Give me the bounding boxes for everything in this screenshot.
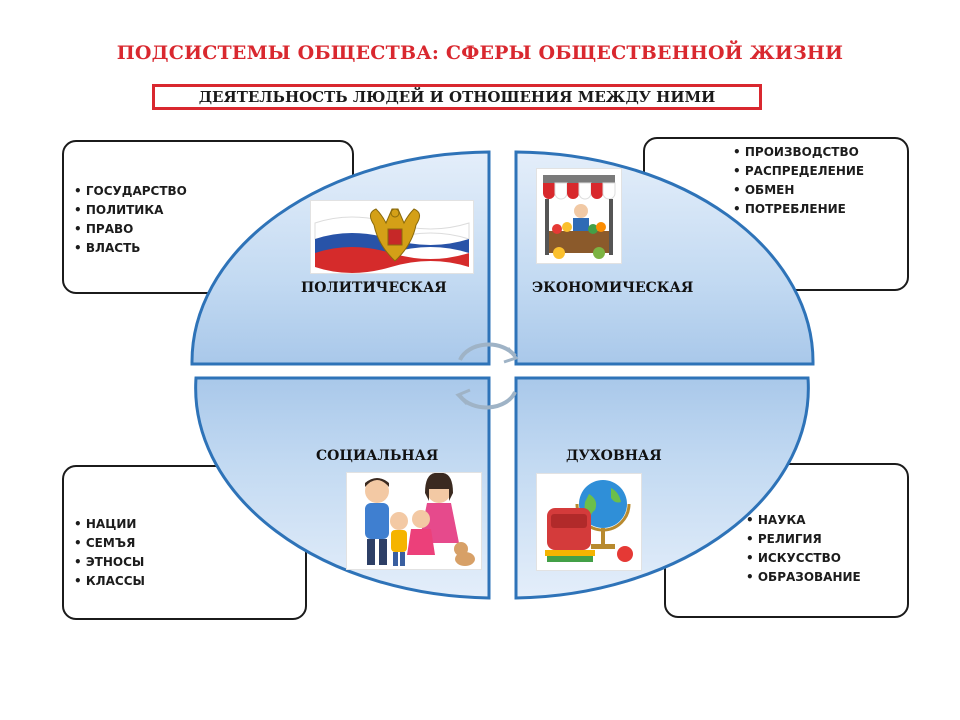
- list-item: КЛАССЫ: [74, 572, 305, 591]
- list-item: РЕЛИГИЯ: [746, 530, 907, 549]
- list-item: СЕМЪЯ: [74, 534, 305, 553]
- list-item: ГОСУДАРСТВО: [74, 182, 352, 201]
- list-item: ПОТРЕБЛЕНИЕ: [733, 200, 907, 219]
- cycle-arrows-icon: [455, 342, 519, 410]
- list-item: ЭТНОСЫ: [74, 553, 305, 572]
- social-label: СОЦИАЛЬНАЯ: [316, 448, 439, 464]
- spiritual-label: ДУХОВНАЯ: [566, 448, 662, 464]
- list-item: РАСПРЕДЕЛЕНИЕ: [733, 162, 907, 181]
- list-item: ПРОИЗВОДСТВО: [733, 143, 907, 162]
- economic-label: ЭКОНОМИЧЕСКАЯ: [532, 280, 694, 296]
- list-item: ПРАВО: [74, 220, 352, 239]
- subtitle-banner: ДЕЯТЕЛЬНОСТЬ ЛЮДЕЙ И ОТНОШЕНИЯ МЕЖДУ НИМ…: [152, 84, 762, 110]
- list-item: ИСКУССТВО: [746, 549, 907, 568]
- market-stall-icon: [536, 168, 622, 264]
- political-label: ПОЛИТИЧЕСКАЯ: [301, 280, 447, 296]
- list-item: НАУКА: [746, 511, 907, 530]
- russian-coat-of-arms-icon: [310, 200, 474, 274]
- diagram-title: ПОДСИСТЕМЫ ОБЩЕСТВА: СФЕРЫ ОБЩЕСТВЕННОЙ …: [116, 42, 844, 64]
- list-item: ВЛАСТЬ: [74, 239, 352, 258]
- list-item: НАЦИИ: [74, 515, 305, 534]
- social-items-box: НАЦИИ СЕМЪЯ ЭТНОСЫ КЛАССЫ: [62, 465, 307, 620]
- list-item: ОБРАЗОВАНИЕ: [746, 568, 907, 587]
- list-item: ОБМЕН: [733, 181, 907, 200]
- family-icon: [346, 472, 482, 570]
- globe-and-books-icon: [536, 473, 642, 571]
- list-item: ПОЛИТИКА: [74, 201, 352, 220]
